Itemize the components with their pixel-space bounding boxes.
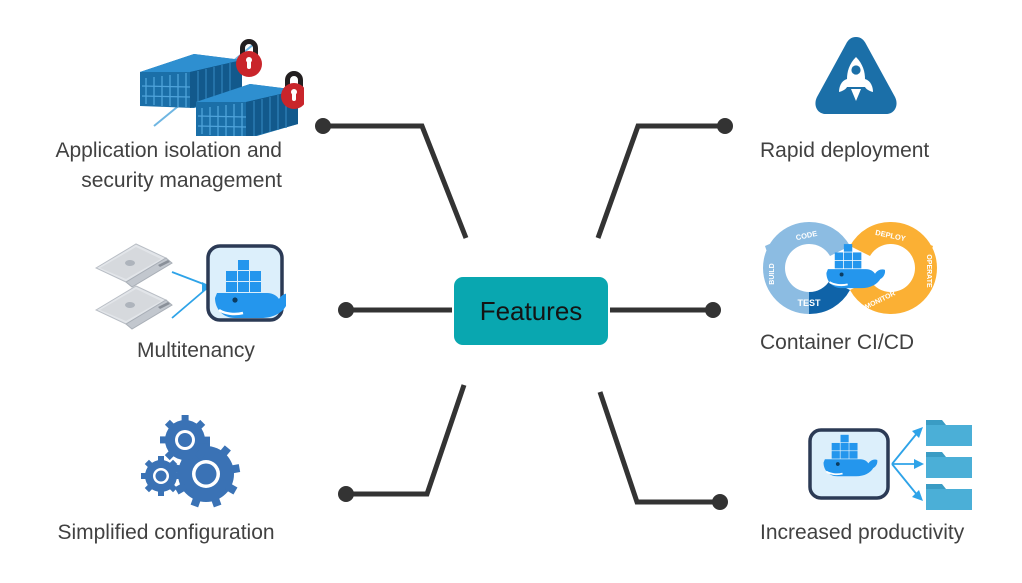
connector-dot-multitenancy — [338, 302, 354, 318]
label-multitenancy: Multitenancy — [137, 339, 255, 362]
padlock-lower — [281, 71, 304, 109]
folder-2 — [926, 452, 972, 478]
connector-increased-productivity — [597, 391, 720, 505]
connector-rapid-deployment — [595, 123, 725, 239]
gear-small — [141, 456, 181, 496]
cicd-infinity-icon: BUILD CODE TEST DEPLOY OPERATE MONITOR — [763, 221, 937, 315]
rocket-glyph — [839, 57, 873, 101]
cicd-stage-operate: OPERATE — [925, 254, 932, 288]
folder-group — [926, 420, 972, 510]
laptops-to-docker-icon — [94, 243, 286, 330]
cicd-stage-build: BUILD — [769, 263, 776, 284]
cicd-left-loop: BUILD CODE TEST — [763, 221, 850, 315]
folder-3 — [926, 484, 972, 510]
cicd-docker-whale — [826, 244, 886, 289]
cicd-stage-code: CODE — [795, 229, 818, 242]
folder-1 — [926, 420, 972, 446]
docker-whale — [823, 434, 878, 477]
connector-dot-increased-productivity — [712, 494, 728, 510]
gear-large — [171, 440, 241, 508]
docker-panel — [206, 244, 286, 322]
docker-whale — [215, 260, 286, 318]
docker-panel — [808, 428, 890, 500]
rocket-triangle-icon — [815, 37, 897, 114]
gears-icon — [141, 415, 241, 508]
docker-to-folders-icon — [808, 420, 972, 510]
connector-simplified-configuration — [346, 384, 467, 497]
cicd-right-loop: DEPLOY OPERATE MONITOR — [850, 221, 937, 315]
padlock-upper — [236, 39, 262, 77]
connector-dot-simplified-configuration — [338, 486, 354, 502]
connector-dot-container-cicd — [705, 302, 721, 318]
center-node-label: Features — [479, 295, 583, 326]
connector-dot-application-isolation — [315, 118, 331, 134]
laptop-bottom — [94, 285, 173, 330]
connector-dot-rapid-deployment — [717, 118, 733, 134]
cicd-stage-test: TEST — [797, 298, 821, 308]
label-increased-productivity: Increased productivity — [760, 521, 965, 544]
label-simplified-configuration: Simplified configuration — [57, 521, 275, 544]
label-rapid-deployment: Rapid deployment — [760, 139, 930, 162]
label-container-cicd: Container CI/CD — [760, 331, 915, 354]
gear-medium — [160, 415, 210, 465]
connector-application-isolation — [323, 123, 469, 239]
label-application-isolation: Application isolation and security manag… — [55, 139, 283, 192]
locked-containers-icon — [140, 39, 304, 136]
laptop-top — [94, 243, 173, 288]
center-node-features[interactable]: Features — [454, 277, 608, 345]
